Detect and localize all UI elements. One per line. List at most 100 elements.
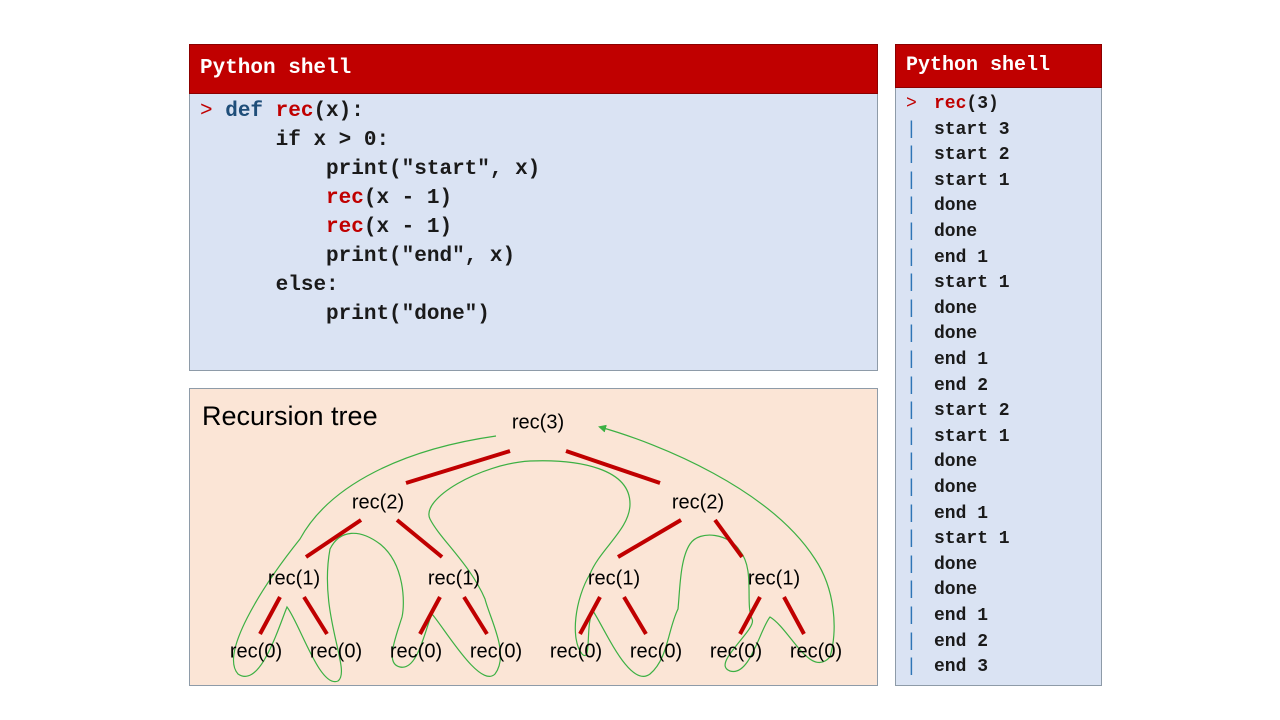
output-text: done: [934, 554, 978, 575]
tree-edge: [565, 449, 661, 485]
tree-edge: [302, 595, 329, 636]
command-function-name: rec: [934, 94, 967, 114]
code-indent: [225, 274, 275, 297]
output-line: | start 2: [906, 143, 1010, 169]
output-bar-marker: |: [906, 273, 917, 294]
output-bar-marker: |: [906, 606, 917, 626]
code-text: (x - 1): [363, 216, 453, 239]
tree-node-label: rec(0): [310, 640, 362, 662]
output-line: | end 1: [906, 502, 988, 528]
output-shell-title: Python shell: [895, 44, 1102, 88]
output-line: |done: [906, 322, 977, 348]
tree-edge: [616, 518, 683, 559]
output-bar-marker: |: [906, 375, 917, 396]
output-bar-marker: |: [906, 119, 917, 140]
output-line: |start 1: [906, 527, 1010, 553]
tree-edge: [405, 449, 511, 485]
output-bar-marker: |: [906, 350, 917, 370]
tree-edge: [782, 596, 806, 635]
tree-node-label: rec(0): [230, 640, 282, 662]
code-text: (x - 1): [363, 187, 453, 210]
tree-node-label: rec(0): [710, 640, 762, 662]
output-bar-marker: |: [906, 324, 917, 345]
recursion-tree-panel: rec(3)rec(2)rec(2)rec(1)rec(1)rec(1)rec(…: [189, 388, 878, 686]
tree-node-label: rec(2): [352, 491, 404, 513]
output-text: end 1: [934, 503, 989, 524]
command-args: (3): [966, 94, 999, 114]
tree-edge: [578, 596, 602, 635]
output-text: start 1: [934, 273, 1010, 294]
tree-edge: [713, 518, 744, 559]
tree-node-label: rec(0): [470, 640, 522, 662]
output-line: |end 3: [906, 655, 988, 681]
output-text: start 2: [934, 401, 1010, 422]
tree-edge: [304, 518, 363, 559]
code-line: else:: [200, 272, 339, 300]
output-text: start 1: [934, 426, 1010, 447]
output-text: done: [934, 222, 978, 242]
tree-node-label: rec(1): [588, 567, 640, 589]
output-text: start 3: [934, 119, 1010, 140]
output-text: start 1: [934, 170, 1010, 191]
tree-edge: [395, 518, 444, 559]
code-line: print("done"): [200, 301, 490, 329]
output-line: | start 1: [906, 169, 1010, 195]
output-bar-marker: |: [906, 247, 917, 268]
output-shell-body[interactable]: > rec(3) | start 3 | start 2 | start 1 | done | don…: [895, 88, 1102, 686]
output-bar-marker: |: [906, 503, 917, 524]
output-text: end 2: [934, 631, 989, 652]
code-text: if x > 0:: [275, 129, 390, 152]
output-text: done: [934, 478, 978, 498]
code-indent: [225, 245, 326, 268]
output-bar-marker: |: [906, 478, 917, 498]
code-shell-title: Python shell: [189, 44, 878, 94]
output-text: end 1: [934, 350, 989, 370]
output-bar-marker: |: [906, 222, 917, 242]
code-shell-body[interactable]: > def rec(x): if x > 0: print("start", x…: [189, 94, 878, 371]
code-indent: [225, 158, 326, 181]
output-line: |end 2: [906, 374, 988, 400]
output-bar-marker: |: [906, 657, 917, 678]
code-line: if x > 0:: [200, 127, 389, 155]
output-bar-marker: |: [906, 170, 917, 191]
output-bar-marker: |: [906, 631, 917, 652]
output-text: done: [934, 452, 978, 473]
output-text: start 2: [934, 145, 1010, 166]
output-bar-marker: |: [906, 298, 917, 319]
tree-edge: [258, 596, 282, 635]
output-line: |start 2: [906, 399, 1010, 425]
output-bar-marker: |: [906, 426, 917, 447]
output-bar-marker: |: [906, 145, 917, 166]
code-indent: [225, 303, 326, 326]
output-line: |done: [906, 297, 977, 323]
output-line: |done: [906, 553, 977, 579]
output-line: | end 1: [906, 246, 988, 272]
output-line: | end 2: [906, 630, 988, 656]
output-line: | done: [906, 476, 977, 502]
output-line: |done: [906, 450, 977, 476]
tree-node-label: rec(0): [630, 640, 682, 662]
prompt-symbol: >: [906, 94, 917, 114]
tree-node-label: rec(1): [748, 567, 800, 589]
output-text: done: [934, 196, 978, 217]
output-line: | end 1: [906, 348, 988, 374]
output-text: start 1: [934, 529, 1010, 550]
tree-node-label: rec(0): [550, 640, 602, 662]
output-line: | start 1: [906, 271, 1010, 297]
code-line: rec(x - 1): [200, 214, 452, 242]
tree-node-label: rec(0): [790, 640, 842, 662]
code-indent: [225, 216, 326, 239]
traversal-trace-arrow: [233, 424, 835, 683]
output-line: |end 1: [906, 604, 988, 630]
output-line: | done: [906, 220, 977, 246]
recursion-tree-diagram: rec(3)rec(2)rec(2)rec(1)rec(1)rec(1)rec(…: [230, 411, 842, 683]
code-text: print("end", x): [326, 245, 516, 268]
code-indent: [225, 187, 326, 210]
tree-edge: [738, 596, 762, 635]
tree-node-label: rec(1): [268, 567, 320, 589]
output-line: |done: [906, 194, 977, 220]
code-indent: [225, 129, 275, 152]
code-text: print("done"): [326, 303, 490, 326]
output-text: end 1: [934, 247, 989, 268]
code-text: print("start", x): [326, 158, 541, 181]
